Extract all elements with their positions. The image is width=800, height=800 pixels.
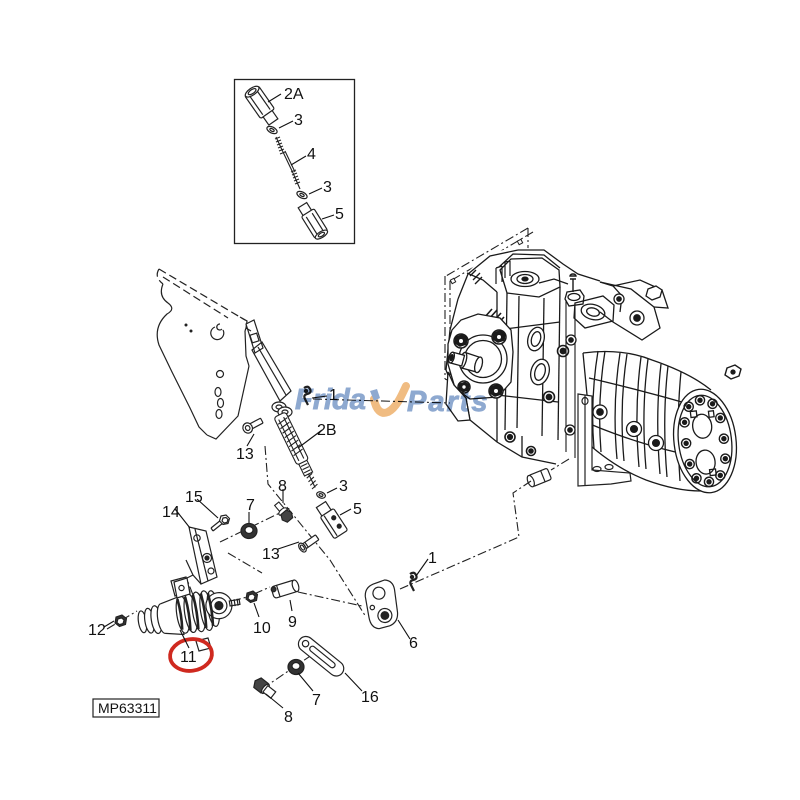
svg-text:8: 8	[284, 709, 293, 726]
svg-text:2B: 2B	[317, 422, 337, 439]
svg-text:8: 8	[278, 478, 287, 495]
svg-text:Frida: Frida	[295, 384, 366, 416]
svg-text:3: 3	[294, 112, 303, 129]
svg-text:12: 12	[88, 622, 106, 639]
svg-text:MP63311: MP63311	[98, 700, 157, 716]
svg-text:3: 3	[323, 179, 332, 196]
svg-text:6: 6	[409, 635, 418, 652]
svg-text:4: 4	[307, 146, 316, 163]
svg-text:7: 7	[246, 497, 255, 514]
svg-text:13: 13	[236, 446, 254, 463]
svg-text:3: 3	[339, 478, 348, 495]
svg-text:5: 5	[335, 206, 344, 223]
svg-text:1: 1	[428, 550, 437, 567]
svg-text:Parts: Parts	[407, 386, 490, 418]
svg-text:9: 9	[288, 614, 297, 631]
svg-text:7: 7	[312, 692, 321, 709]
svg-text:5: 5	[353, 501, 362, 518]
svg-text:1: 1	[329, 387, 338, 404]
svg-text:11: 11	[180, 649, 197, 666]
svg-text:14: 14	[162, 504, 180, 521]
svg-text:10: 10	[253, 620, 271, 637]
svg-text:16: 16	[361, 689, 379, 706]
svg-text:2A: 2A	[284, 86, 304, 103]
svg-text:13: 13	[262, 546, 280, 563]
svg-text:15: 15	[185, 489, 203, 506]
